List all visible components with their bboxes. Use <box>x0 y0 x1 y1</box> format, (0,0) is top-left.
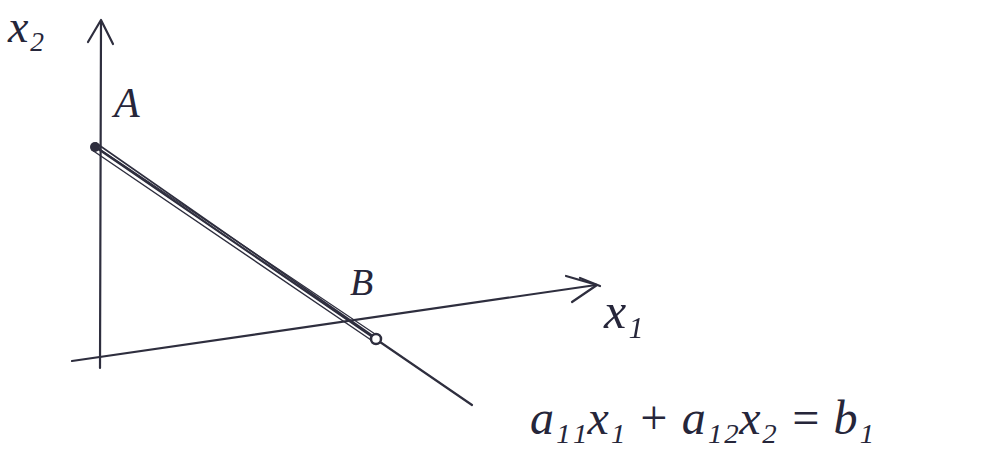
x1-arrowhead <box>580 278 600 286</box>
equation: a₁₁x₁ + a₁₂x₂ = b₁ <box>530 392 874 445</box>
point-label: A <box>114 80 140 126</box>
x1-axis <box>72 285 596 361</box>
axis-label: x₂ <box>8 2 44 53</box>
constraint-line <box>92 150 374 342</box>
x2-arrowhead <box>88 20 113 44</box>
point-a <box>90 142 100 152</box>
constraint-line <box>94 146 472 405</box>
constraint-line <box>98 148 378 336</box>
point-label: B <box>350 262 373 304</box>
x2-axis <box>100 22 101 368</box>
point-b <box>371 334 381 344</box>
axis-label: x₁ <box>604 284 644 339</box>
x1-arrowhead <box>566 276 597 302</box>
